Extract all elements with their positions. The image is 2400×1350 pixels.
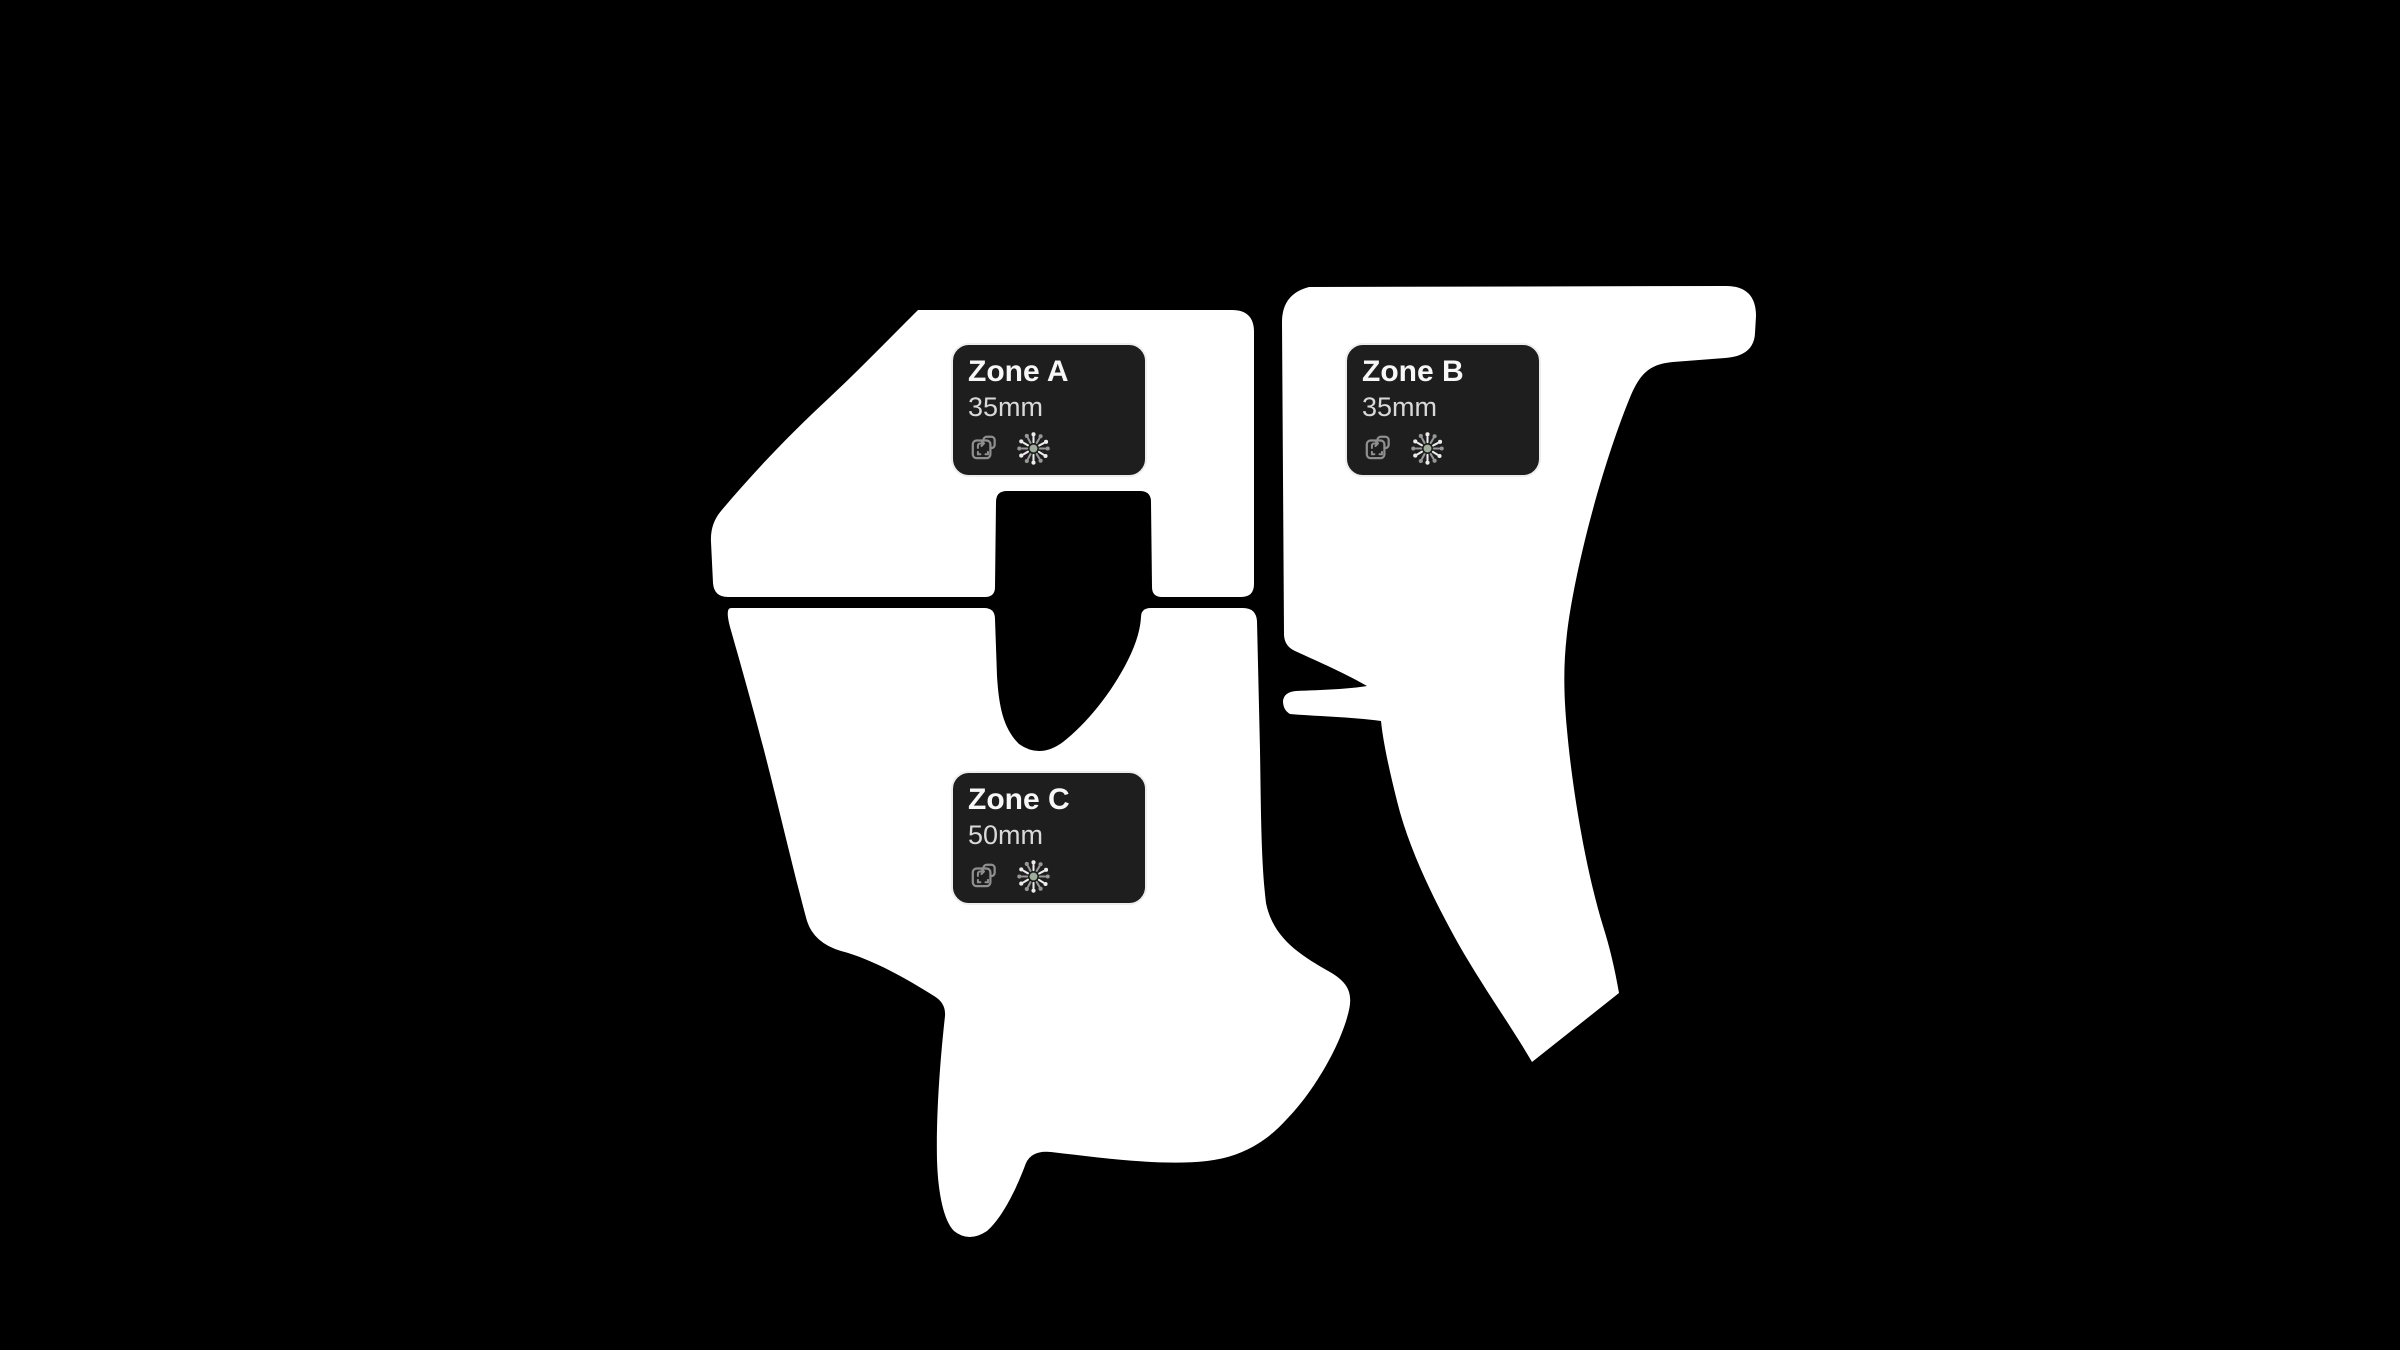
zone-c-region[interactable]	[727, 608, 1351, 1237]
zone-b-icons	[1362, 429, 1524, 467]
zone-c-title: Zone C	[968, 783, 1070, 816]
zone-a-focal-length: 35mm	[968, 392, 1044, 422]
zone-b-region[interactable]	[1282, 286, 1756, 1062]
export-frame-icon[interactable]	[968, 860, 1000, 892]
zone-b-title: Zone B	[1362, 355, 1464, 388]
burst-icon[interactable]	[1015, 858, 1052, 895]
zone-card-c[interactable]: Zone C 50mm	[951, 771, 1147, 905]
zone-c-icons	[968, 857, 1130, 895]
burst-icon[interactable]	[1015, 430, 1052, 467]
zone-card-b[interactable]: Zone B 35mm	[1345, 343, 1541, 477]
zone-c-focal-length: 50mm	[968, 820, 1044, 850]
export-frame-icon[interactable]	[968, 432, 1000, 464]
zone-b-focal-length: 35mm	[1362, 392, 1438, 422]
zone-card-a[interactable]: Zone A 35mm	[951, 343, 1147, 477]
zone-a-title: Zone A	[968, 355, 1069, 388]
zone-a-icons	[968, 429, 1130, 467]
burst-icon[interactable]	[1409, 430, 1446, 467]
export-frame-icon[interactable]	[1362, 432, 1394, 464]
